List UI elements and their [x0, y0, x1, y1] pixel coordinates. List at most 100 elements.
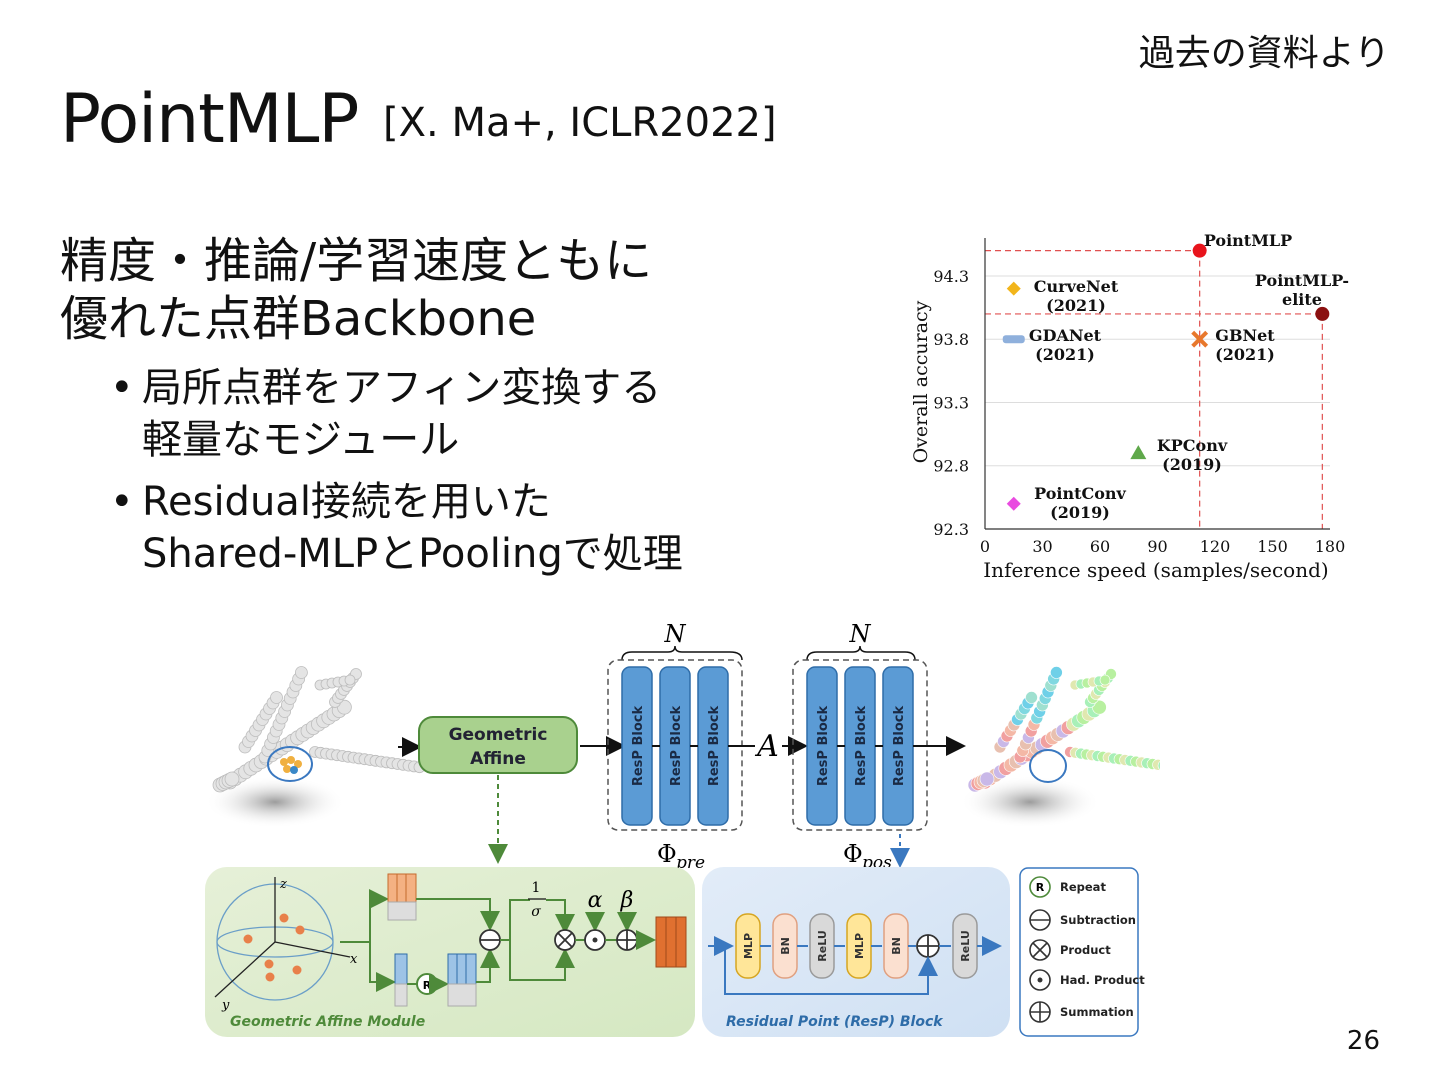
legend-symbol-summation-icon [1029, 1001, 1051, 1023]
resp-op-label: BN [890, 937, 903, 955]
gam-panel-title: Geometric Affine Module [230, 1014, 425, 1030]
x-tick-label: 150 [1257, 537, 1288, 556]
lead-text: 精度・推論/学習速度ともに 優れた点群Backbone [60, 232, 880, 348]
source-note: 過去の資料より [1138, 33, 1390, 74]
resp-block-label: ResP Block [892, 706, 907, 787]
repeat-count-n: N [664, 620, 687, 648]
y-tick-label: 92.8 [933, 457, 969, 476]
point-pointconv-marker [1006, 496, 1021, 511]
y-tick-labels: 92.3 92.8 93.3 93.8 94.3 [933, 267, 969, 539]
accuracy-speed-chart: 92.3 92.8 93.3 93.8 94.3 0 30 60 90 120 150 180 Po… [910, 231, 1349, 582]
x-tick-label: 120 [1200, 537, 1231, 556]
resp-op-label: ReLU [959, 930, 972, 961]
residual-connection [724, 946, 938, 995]
resp-block-panel: MLP BN ReLU MLP BN ReLU Residual Point (ResP)… [702, 867, 1010, 1037]
point-sphere [1157, 760, 1160, 771]
point-pointmlp-label: PointMLP- [1255, 271, 1349, 290]
point-sphere [1025, 691, 1038, 704]
phi-pre-symbol: Φ [657, 840, 677, 868]
resp-op-label: MLP [853, 933, 866, 959]
x-tick-label: 0 [980, 537, 990, 556]
point-kpconv-label: KPConv [1157, 436, 1228, 455]
pointmlp-architecture-diagram: Geometric Affine N ResP Block ResP Block… [205, 620, 1160, 1037]
resp-panel-title: Residual Point (ResP) Block [726, 1014, 944, 1030]
alpha-symbol: α [588, 888, 603, 913]
point-pointmlp-marker [1192, 243, 1207, 258]
geometric-affine-label-1: Geometric [449, 725, 548, 745]
legend-symbol-had-product-icon [1029, 969, 1051, 991]
resp-block-label: ResP Block [854, 706, 869, 787]
point-curvenet-label: CurveNet [1034, 277, 1119, 296]
point-gdanet-label: GDANet [1029, 326, 1102, 345]
point-sphere [1050, 666, 1063, 679]
legend-label: Repeat [1060, 880, 1106, 894]
svg-text:R: R [1036, 881, 1045, 894]
bullet-2-line-2: Shared-MLPとPoolingで処理 [142, 531, 683, 577]
resp-block-group-pre: N ResP Block ResP Block ResP Block Φ pre [607, 620, 755, 873]
legend-label: Had. Product [1060, 973, 1145, 987]
bullet-marker: • [110, 479, 134, 525]
chart-points [1002, 243, 1330, 511]
axis-x-label: x [350, 952, 358, 967]
point-gdanet-sublabel: (2021) [1035, 345, 1095, 364]
slide-title: PointMLP [60, 80, 359, 159]
point-kpconv-marker [1130, 445, 1147, 460]
x-tick-label: 180 [1315, 537, 1346, 556]
geometric-affine-module-panel: z x y R 1 [205, 867, 695, 1037]
x-tick-label: 30 [1032, 537, 1052, 556]
resp-op-label: BN [779, 937, 792, 955]
legend-label: Subtraction [1060, 913, 1136, 927]
point-curvenet-sublabel: (2021) [1046, 296, 1106, 315]
repeat-symbol: R [423, 979, 432, 992]
legend-symbol-subtraction-icon [1029, 909, 1051, 931]
repeat-count-n: N [849, 620, 872, 648]
point-gdanet-marker [1002, 335, 1025, 344]
resp-block-label: ResP Block [816, 706, 831, 787]
fraction-numerator: 1 [532, 880, 541, 896]
legend-label: Product [1060, 943, 1111, 957]
x-tick-labels: 0 30 60 90 120 150 180 [980, 537, 1345, 556]
point-gbnet-sublabel: (2021) [1215, 345, 1275, 364]
point-sphere [1099, 674, 1111, 686]
bullet-marker: • [110, 365, 134, 411]
resp-block-label: ResP Block [707, 706, 722, 787]
lead-line-2: 優れた点群Backbone [60, 291, 537, 347]
phi-pos-symbol: Φ [843, 840, 863, 868]
y-tick-label: 93.8 [933, 330, 969, 349]
y-tick-label: 94.3 [933, 267, 969, 286]
resp-op-label: MLP [742, 933, 755, 959]
axis-y-label: y [221, 998, 230, 1013]
lead-line-1: 精度・推論/学習速度ともに [60, 233, 653, 289]
y-tick-label: 92.3 [933, 520, 969, 539]
legend-symbol-repeat-icon: R [1029, 876, 1051, 898]
y-axis-label: Overall accuracy [910, 300, 932, 463]
geometric-affine-label-2: Affine [470, 749, 526, 769]
point-pointmlp-marker [1315, 306, 1330, 321]
point-sphere [295, 666, 308, 679]
axis-z-label: z [279, 877, 287, 892]
point-sphere [979, 771, 995, 787]
y-tick-label: 93.3 [933, 393, 969, 412]
x-tick-label: 90 [1147, 537, 1167, 556]
resp-block-group-pos: N ResP Block ResP Block ResP Block Φ pos [792, 620, 966, 873]
chart-point-labels: PointMLPPointMLP-eliteCurveNet(2021)GDAN… [1029, 231, 1349, 522]
chart-guide-lines [985, 250, 1323, 529]
x-tick-label: 60 [1090, 537, 1110, 556]
beta-symbol: β [620, 888, 634, 913]
fraction-sigma: σ [531, 904, 541, 920]
legend-symbol-product-icon [1029, 939, 1051, 961]
point-pointmlp-sublabel: elite [1282, 290, 1322, 309]
point-sphere [344, 674, 356, 686]
output-point-cloud [960, 666, 1160, 828]
bullet-2-line-1: Residual接続を用いた [142, 479, 551, 525]
point-gbnet-marker [1191, 330, 1209, 348]
point-pointmlp-label: PointMLP [1204, 231, 1292, 250]
resp-op-label: ReLU [816, 930, 829, 961]
point-pointconv-label: PointConv [1034, 484, 1126, 503]
legend-label: Summation [1060, 1005, 1134, 1019]
bullet-1-line-2: 軽量なモジュール [142, 417, 460, 463]
resp-block-label: ResP Block [669, 706, 684, 787]
point-sphere [270, 691, 283, 704]
